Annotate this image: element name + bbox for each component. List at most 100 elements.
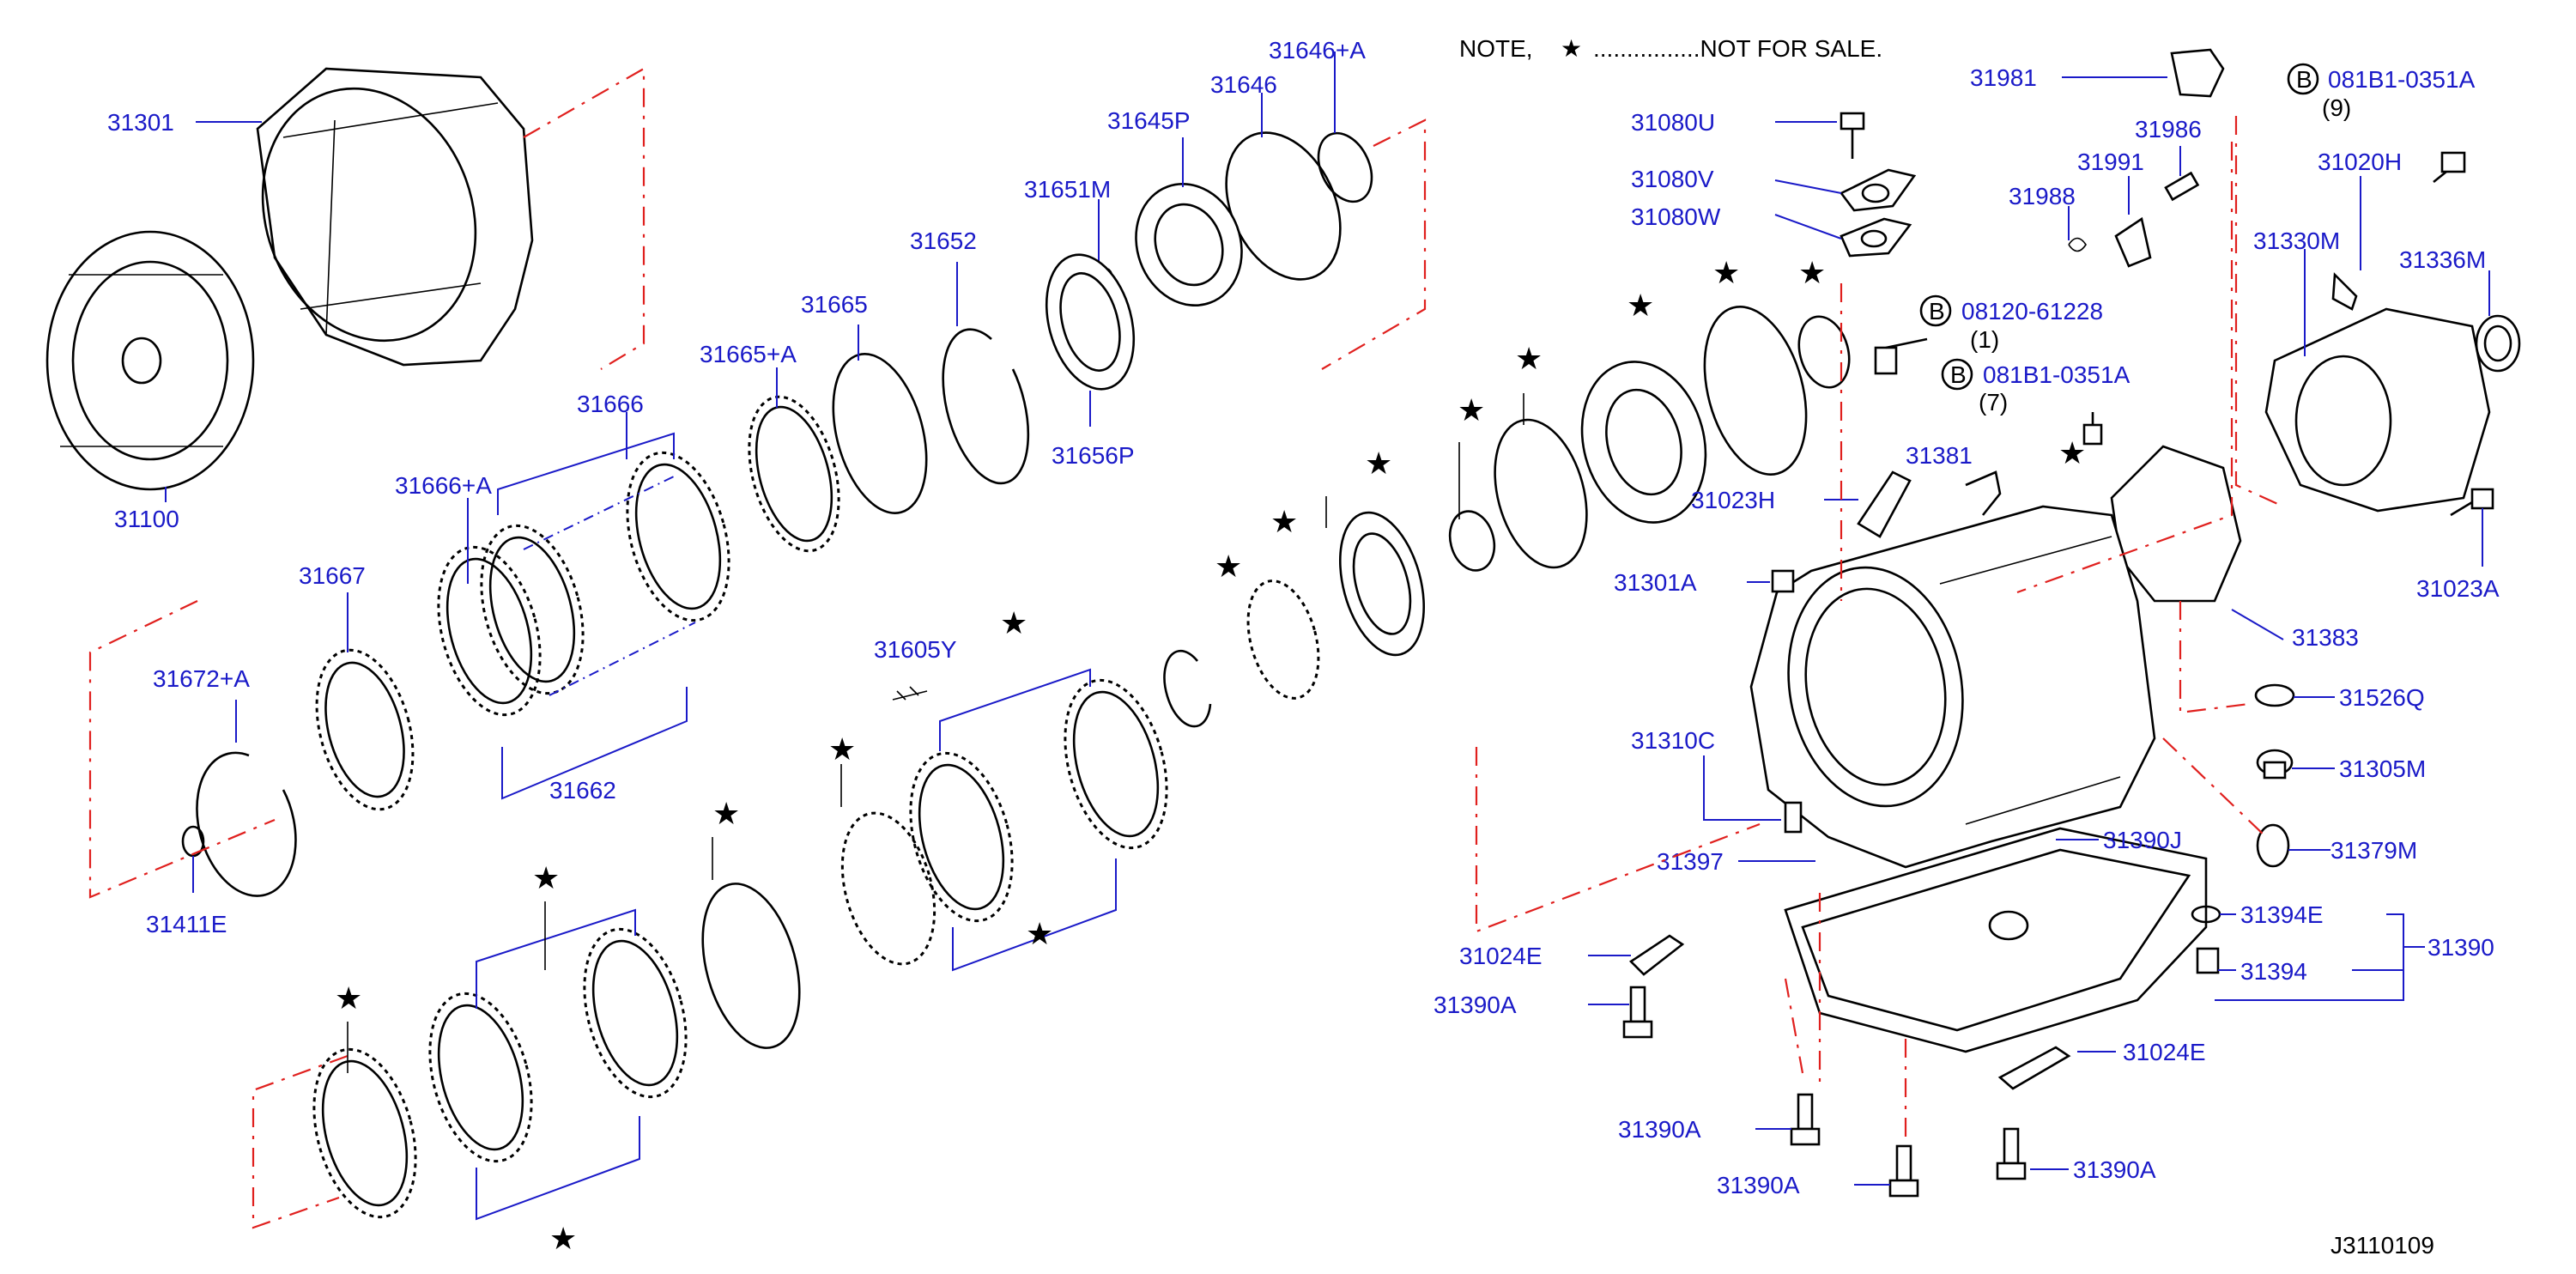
svg-text:★: ★ [1712,255,1740,290]
note-star: ★ [1561,35,1582,62]
svg-text:★: ★ [1458,392,1485,428]
svg-text:31301: 31301 [107,109,174,136]
svg-text:31080U: 31080U [1631,109,1715,136]
svg-text:★: ★ [1627,288,1654,323]
svg-text:31381: 31381 [1906,442,1973,469]
svg-text:31667: 31667 [299,562,366,589]
svg-text:★: ★ [712,796,740,831]
svg-text:31991: 31991 [2077,149,2144,175]
snap-ring-31672A: 31672+A [153,665,297,897]
svg-text:★: ★ [532,860,560,895]
magnet-31390J: 31390J [2056,827,2182,853]
snap-ring-31652: 31652 [910,228,1030,485]
svg-text:31394E: 31394E [2240,901,2324,928]
svg-text:★: ★ [2058,435,2086,470]
piston-31645P: 31645P [1107,107,1243,307]
shift-rod-31981: 31981 [1970,48,2225,98]
svg-text:31656P: 31656P [1052,442,1135,469]
svg-text:★: ★ [1798,255,1826,290]
svg-text:31023A: 31023A [2416,575,2500,602]
lever-31991: 31991 [2077,149,2152,268]
svg-text:31310C: 31310C [1631,727,1715,754]
pin-31986: 31986 [2135,116,2202,202]
svg-text:(9): (9) [2322,94,2351,121]
svg-text:31379M: 31379M [2331,837,2417,864]
center-gear-parts [1163,306,1851,728]
oring-31526Q: 31526Q [2254,683,2425,711]
lower-clutch-pack [252,668,1168,1229]
svg-text:31666+A: 31666+A [395,472,492,499]
svg-text:31080V: 31080V [1631,166,1714,192]
gasket-31080V: 31080V [1631,166,1917,212]
svg-text:31605Y: 31605Y [874,636,957,663]
bolt-08120-61228: B 08120-61228 (1) [1874,294,2103,375]
alignment-lines [1475,142,2267,1142]
bracket-31023H: 31023H [1691,470,1912,538]
seal-31336M: 31336M [2399,246,2521,373]
plate-31665A: 31665+A [700,341,840,553]
bracket-31020H: 31020H [2318,149,2402,311]
transmission-case [1749,505,2156,869]
svg-text:31383: 31383 [2292,624,2359,651]
callout-31662: 31662 [501,687,688,804]
bolt-31390A-2: 31390A [1618,1093,1821,1146]
svg-text:★: ★ [828,731,856,767]
ring-31665: 31665 [801,291,928,514]
bracket-31024E-left: 31024E [1459,934,1685,976]
bolt-31301A: 31301A [1614,569,1795,596]
extension-housing-31330M: 31330M [2234,116,2491,513]
plug-31305M: 31305M [2256,749,2426,782]
svg-text:B: B [2296,66,2312,93]
seal-31411E: 31411E [146,825,227,937]
boundary-left [88,600,276,899]
pin-31310C: 31310C [1631,727,1803,834]
svg-text:31390A: 31390A [2073,1156,2156,1183]
svg-text:081B1-0351A: 081B1-0351A [1983,361,2131,388]
svg-text:B: B [1929,298,1945,325]
bolt-31390A-3: 31390A [1717,1144,1919,1198]
svg-text:31023H: 31023H [1691,487,1775,513]
svg-text:31390A: 31390A [1433,992,1517,1018]
note-prefix: NOTE, [1459,35,1533,62]
note-suffix: ................NOT FOR SALE. [1593,35,1882,62]
svg-text:31305M: 31305M [2339,755,2426,782]
plate-pack-31666: 31666 [437,391,730,717]
svg-text:31646: 31646 [1210,71,1277,98]
ring-31646A: 31646+A [1269,37,1427,370]
svg-text:31100: 31100 [114,506,179,532]
svg-text:★: ★ [1215,549,1242,584]
oil-pan [1784,827,2208,1053]
diagram-code: J3110109 [2331,1232,2434,1259]
retainer-31656P: 31656P [1045,253,1136,469]
svg-text:★: ★ [335,980,362,1016]
svg-text:31390A: 31390A [1717,1172,1800,1198]
svg-text:(7): (7) [1979,389,2008,416]
svg-text:31080W: 31080W [1631,203,1721,230]
torque-converter [45,230,255,491]
svg-text:31301A: 31301A [1614,569,1697,596]
svg-text:31024E: 31024E [2123,1039,2206,1065]
svg-text:31665+A: 31665+A [700,341,797,367]
svg-text:31397: 31397 [1657,848,1724,875]
bracket-31381: 31381 [1906,442,2002,516]
not-for-sale-stars: ★ ★ ★ ★ ★ ★ ★ ★ ★ ★ ★ ★ ★ ★ ★ ★ [335,255,2086,1256]
callout-31605: 31605Y [874,636,957,701]
bolt-081B1-0351A-7: B 081B1-0351A (7) [1941,358,2131,446]
svg-text:31024E: 31024E [1459,943,1543,969]
svg-text:31020H: 31020H [2318,149,2402,175]
svg-text:31390J: 31390J [2103,827,2182,853]
svg-text:31526Q: 31526Q [2339,684,2425,711]
svg-text:★: ★ [1515,341,1543,376]
svg-text:31651M: 31651M [1024,176,1111,203]
callout-31666A: 31666+A [395,472,492,584]
svg-text:31330M: 31330M [2253,228,2340,254]
bolt-31390A-4: 31390A [1996,1127,2156,1183]
svg-text:★: ★ [1270,504,1298,539]
svg-text:31988: 31988 [2009,183,2076,209]
callout-31397: 31397 [1657,848,1815,875]
svg-text:31652: 31652 [910,228,977,254]
svg-text:081B1-0351A: 081B1-0351A [2328,66,2476,93]
svg-text:31394: 31394 [2240,958,2307,985]
svg-text:31390A: 31390A [1618,1116,1701,1143]
